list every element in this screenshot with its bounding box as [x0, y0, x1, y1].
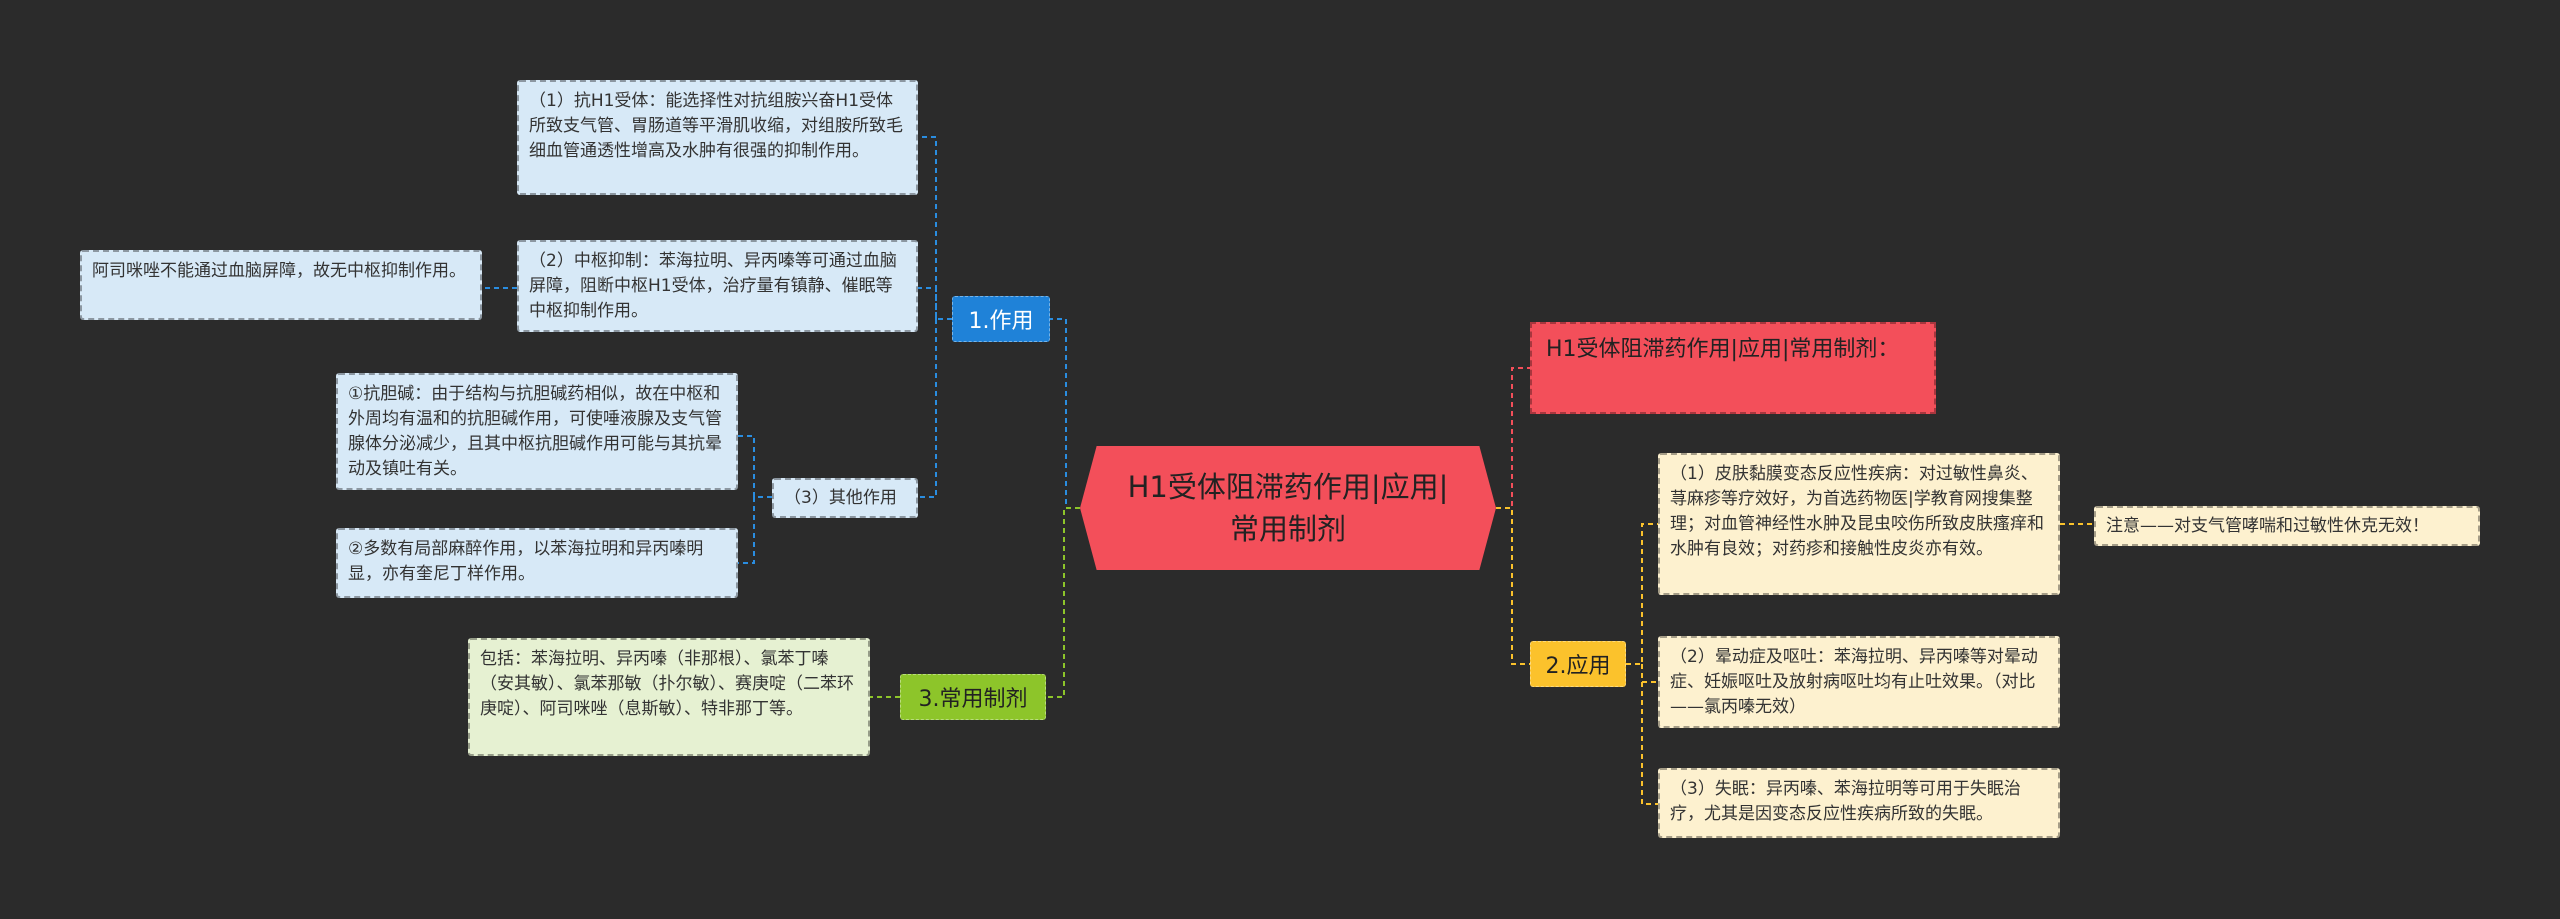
category-effects[interactable]: 1.作用 — [952, 296, 1050, 342]
effect-cns-depression[interactable]: （2）中枢抑制：苯海拉明、异丙嗪等可通过血脑屏障，阻断中枢H1受体，治疗量有镇静… — [517, 240, 918, 332]
application-allergy[interactable]: （1）皮肤黏膜变态反应性疾病：对过敏性鼻炎、荨麻疹等疗效好，为首选药物医|学教育… — [1658, 453, 2060, 595]
category-application[interactable]: 2.应用 — [1530, 641, 1626, 687]
effect-local-anesthetic[interactable]: ②多数有局部麻醉作用，以苯海拉明和异丙嗪明显，亦有奎尼丁样作用。 — [336, 528, 738, 598]
link-center-effects — [1050, 318, 1080, 509]
effect-h1-antagonism[interactable]: （1）抗H1受体：能选择性对抗组胺兴奋H1受体所致支气管、胃肠道等平滑肌收缩，对… — [517, 80, 918, 195]
link-center-preparations — [1046, 507, 1080, 698]
link-effects-h1 — [918, 136, 952, 320]
link-center-application — [1496, 507, 1530, 665]
effect-anticholinergic[interactable]: ①抗胆碱：由于结构与抗胆碱药相似，故在中枢和外周均有温和的抗胆碱作用，可使唾液腺… — [336, 373, 738, 490]
application-motion-sickness[interactable]: （2）晕动症及呕吐：苯海拉明、异丙嗪等对晕动症、妊娠呕吐及放射病呕吐均有止吐效果… — [1658, 636, 2060, 728]
link-application-children — [1626, 523, 1658, 805]
category-preparations[interactable]: 3.常用制剂 — [900, 674, 1046, 720]
effect-cns-note[interactable]: 阿司咪唑不能通过血脑屏障，故无中枢抑制作用。 — [80, 250, 482, 320]
link-effects-cns — [918, 287, 937, 319]
topic-title-note[interactable]: H1受体阻滞药作用|应用|常用制剂： — [1530, 322, 1936, 414]
link-other-children — [738, 435, 772, 564]
preparations-list[interactable]: 包括：苯海拉明、异丙嗪（非那根）、氯苯丁嗪（安其敏）、氯苯那敏（扑尔敏）、赛庚啶… — [468, 638, 870, 756]
effect-other[interactable]: （3）其他作用 — [772, 478, 918, 518]
application-insomnia[interactable]: （3）失眠：异丙嗪、苯海拉明等可用于失眠治疗，尤其是因变态反应性疾病所致的失眠。 — [1658, 768, 2060, 838]
link-effects-other — [918, 319, 937, 498]
central-topic[interactable]: H1受体阻滞药作用|应用|常用制剂 — [1080, 446, 1496, 570]
application-allergy-note[interactable]: 注意——对支气管哮喘和过敏性休克无效！ — [2094, 506, 2480, 546]
link-center-note — [1496, 367, 1530, 509]
